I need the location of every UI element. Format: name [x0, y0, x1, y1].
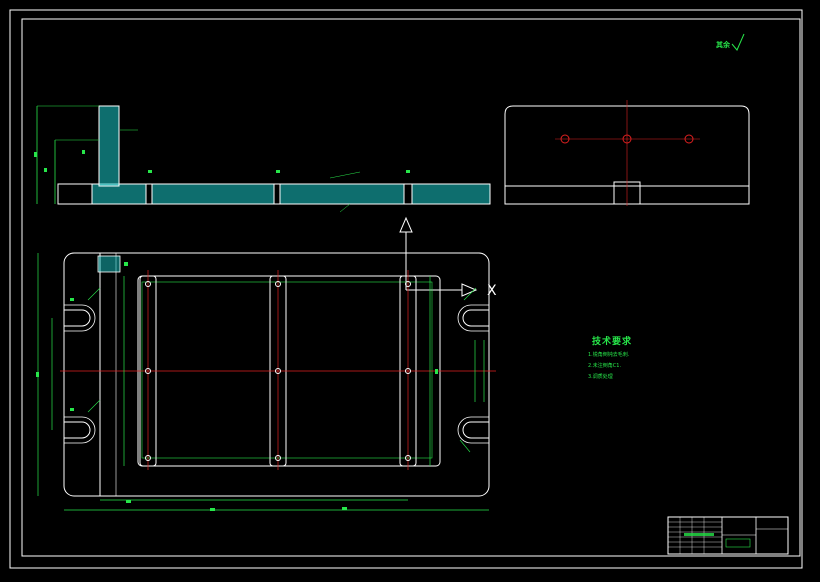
side-outline	[504, 105, 750, 205]
section-left-lip	[57, 183, 93, 205]
tech-requirement-line: 3.调质处理	[588, 374, 613, 380]
section-rib	[98, 105, 120, 187]
side-view	[504, 100, 750, 206]
tech-requirements-title: 技术要求	[592, 337, 633, 347]
tech-requirement-line: 2.未注倒角C1.	[588, 363, 622, 369]
section-slot-2	[273, 183, 281, 205]
inner-frame	[21, 18, 801, 557]
section-arrow	[399, 216, 478, 297]
title-block	[667, 516, 789, 555]
surface-finish-note: 其余	[716, 41, 730, 49]
section-slot-1	[145, 183, 153, 205]
arrow-label: X	[487, 283, 497, 299]
section-view	[34, 105, 491, 213]
outer-frame	[9, 9, 803, 569]
plan-outline	[63, 252, 490, 497]
plan-view	[36, 252, 496, 511]
tech-requirement-line: 1.锐角倒钝去毛刺.	[588, 352, 630, 358]
section-slot-3	[403, 183, 413, 205]
